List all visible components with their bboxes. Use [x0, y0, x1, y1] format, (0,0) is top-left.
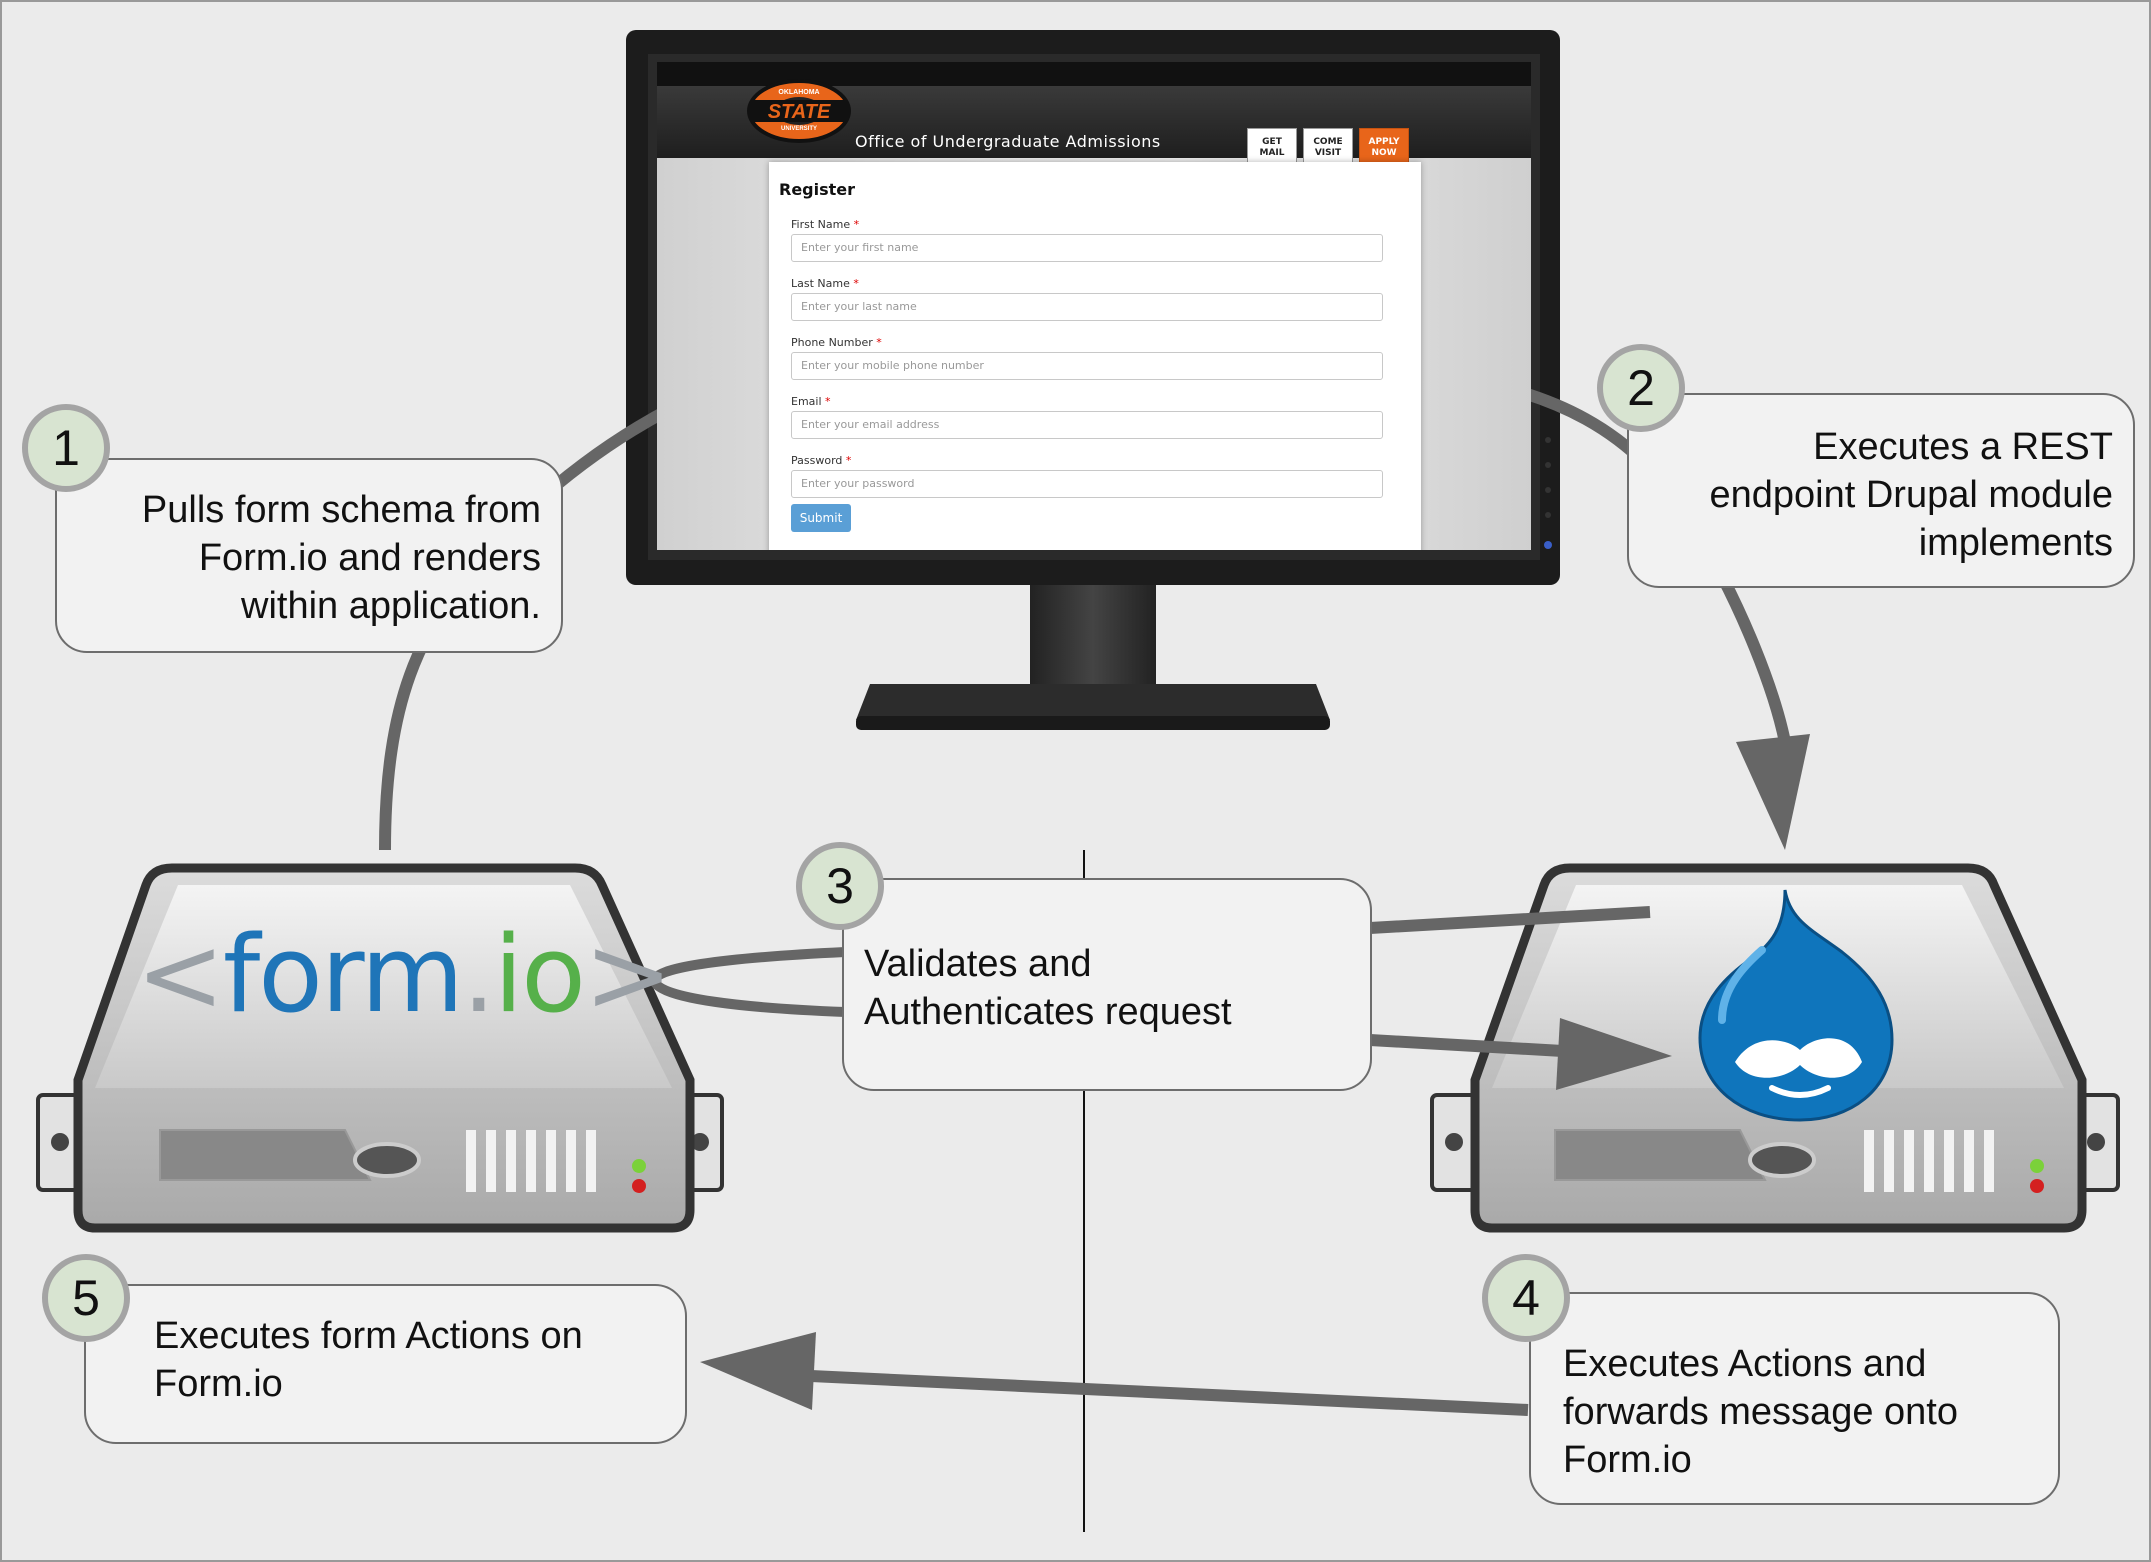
- first-name-label-text: First Name: [791, 218, 851, 231]
- step-1-badge: 1: [22, 404, 110, 492]
- formio-logo-io: io: [493, 913, 586, 1036]
- callout-step-2-text: Executes a REST endpoint Drupal module i…: [1709, 426, 2114, 564]
- required-marker: *: [845, 454, 852, 467]
- submit-button[interactable]: Submit: [791, 504, 851, 532]
- server-led-green: [632, 1159, 646, 1173]
- arrow-step-3-head: [1556, 1018, 1672, 1090]
- server-vents: [1864, 1130, 1994, 1192]
- first-name-label: First Name *: [791, 218, 859, 231]
- phone-input[interactable]: Enter your mobile phone number: [791, 352, 1383, 380]
- email-label: Email *: [791, 395, 831, 408]
- apply-now-button[interactable]: APPLY NOW: [1359, 128, 1409, 168]
- server-button: [353, 1142, 421, 1178]
- callout-step-5: Executes form Actions on Form.io: [84, 1284, 687, 1444]
- server-drupal: [1430, 863, 2120, 1233]
- password-input[interactable]: Enter your password: [791, 470, 1383, 498]
- callout-step-5-text: Executes form Actions on Form.io: [154, 1315, 583, 1405]
- monitor-button: [1545, 462, 1551, 468]
- arrow-step-3-top: [1369, 906, 1651, 934]
- form-title: Register: [779, 180, 856, 199]
- arrow-step-4: [789, 1369, 1529, 1416]
- last-name-input[interactable]: Enter your last name: [791, 293, 1383, 321]
- arrow-step-2-head: [1736, 734, 1810, 850]
- register-form: Register First Name * Enter your first n…: [769, 162, 1421, 550]
- monitor-button: [1545, 487, 1551, 493]
- step-4-badge: 4: [1482, 1254, 1570, 1342]
- monitor-power-led: [1544, 541, 1552, 549]
- arrow-step-3-loop: [649, 947, 846, 1017]
- required-marker: *: [825, 395, 831, 408]
- step-3-badge: 3: [796, 842, 884, 930]
- required-marker: *: [853, 218, 860, 231]
- monitor-button: [1545, 512, 1551, 518]
- server-top: [95, 885, 672, 1088]
- last-name-label-text: Last Name: [791, 277, 850, 290]
- monitor-base: [856, 684, 1330, 720]
- osu-logo-top-text: OKLAHOMA: [778, 89, 819, 96]
- server-formio: [36, 863, 724, 1233]
- server-button: [1748, 1142, 1816, 1178]
- get-mail-button[interactable]: GET MAIL: [1247, 128, 1297, 168]
- site-title: Office of Undergraduate Admissions: [855, 132, 1161, 151]
- password-label: Password *: [791, 454, 851, 467]
- arrow-step-4-head: [700, 1332, 816, 1410]
- osu-logo: OKLAHOMA STATE UNIVERSITY: [747, 79, 851, 143]
- monitor-screen: OKLAHOMA STATE UNIVERSITY Office of Unde…: [657, 62, 1531, 550]
- last-name-label: Last Name *: [791, 277, 859, 290]
- callout-step-2: Executes a REST endpoint Drupal module i…: [1627, 393, 2135, 588]
- callout-step-4: Executes Actions and forwards message on…: [1529, 1292, 2060, 1505]
- server-drive-slot: [159, 1129, 372, 1181]
- drupal-drop-icon: [1698, 889, 1894, 1122]
- server-led-red: [2030, 1179, 2044, 1193]
- step-2-badge: 2: [1597, 344, 1685, 432]
- first-name-input[interactable]: Enter your first name: [791, 234, 1383, 262]
- formio-logo-bracket-open: <: [136, 913, 225, 1036]
- email-input[interactable]: Enter your email address: [791, 411, 1383, 439]
- required-marker: *: [876, 336, 882, 349]
- formio-logo-form: form: [222, 913, 464, 1036]
- formio-logo-dot: .: [461, 913, 496, 1036]
- arrow-step-3-bottom: [1369, 1034, 1581, 1058]
- server-led-green: [2030, 1159, 2044, 1173]
- monitor-button: [1545, 437, 1551, 443]
- osu-logo-bottom-text: UNIVERSITY: [781, 126, 817, 132]
- callout-step-3-text: Validates and Authenticates request: [864, 943, 1232, 1033]
- monitor-neck: [1030, 585, 1156, 685]
- osu-logo-main-text: STATE: [768, 101, 831, 123]
- phone-label-text: Phone Number: [791, 336, 873, 349]
- phone-label: Phone Number *: [791, 336, 882, 349]
- formio-logo-bracket-close: >: [584, 913, 673, 1036]
- server-drive-slot: [1554, 1129, 1767, 1181]
- email-label-text: Email: [791, 395, 822, 408]
- callout-step-1: Pulls form schema from Form.io and rende…: [55, 458, 563, 653]
- required-marker: *: [853, 277, 859, 290]
- callout-step-3: Validates and Authenticates request: [842, 878, 1372, 1091]
- server-led-red: [632, 1179, 646, 1193]
- callout-step-4-text: Executes Actions and forwards message on…: [1563, 1343, 1958, 1481]
- password-label-text: Password: [791, 454, 843, 467]
- step-5-badge: 5: [42, 1254, 130, 1342]
- formio-logo: <form.io>: [136, 913, 673, 1036]
- callout-step-1-text: Pulls form schema from Form.io and rende…: [141, 489, 541, 627]
- come-visit-button[interactable]: COME VISIT: [1303, 128, 1353, 168]
- server-vents: [466, 1130, 596, 1192]
- monitor-base-front: [856, 716, 1330, 730]
